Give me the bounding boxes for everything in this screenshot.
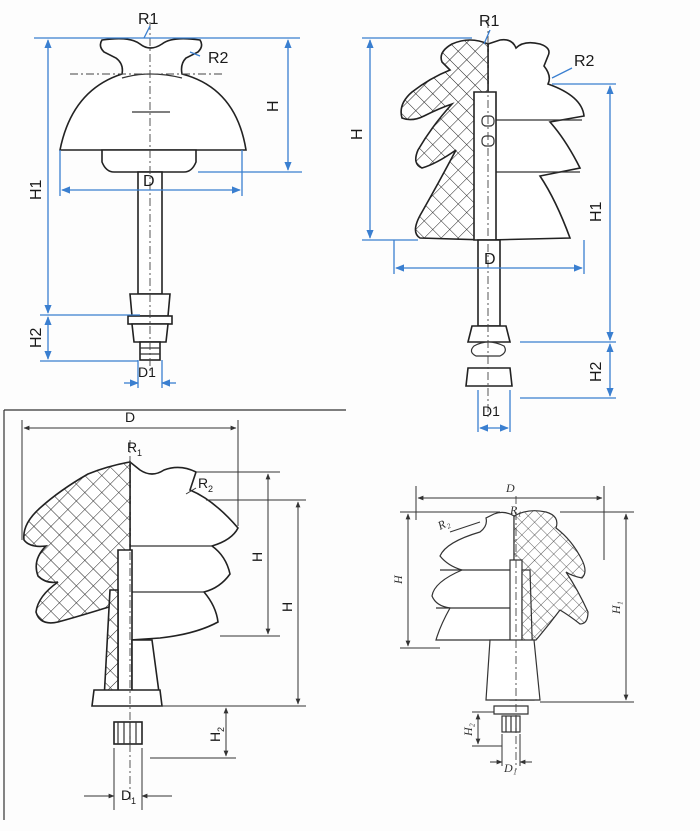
svg-text:H: H <box>207 732 223 742</box>
fig2-d1-label: D1 <box>482 403 500 419</box>
fig3-h-inner-label: H <box>249 552 265 562</box>
fig3-h2-label: H 2 <box>207 727 226 742</box>
figure-4-insulator: D R₁ R₂ H H₁ H₂ D₁ <box>391 481 634 775</box>
fig1-h2-label: H2 <box>28 327 45 348</box>
fig2-h1-label: H1 <box>588 201 605 222</box>
fig4-h1-label: H₁ <box>609 601 623 615</box>
fig2-r1-label: R1 <box>479 13 500 30</box>
fig1-d-label: D <box>143 173 155 190</box>
fig1-r1-label: R1 <box>138 11 159 28</box>
figure-1-insulator: R1 R2 H H1 D H2 D1 <box>28 11 302 388</box>
fig4-h-label: H <box>391 574 405 585</box>
fig4-d-label: D <box>505 481 515 495</box>
figure-3-insulator: D R 1 R 2 H H H 2 D 1 <box>3 409 346 820</box>
fig3-r2-label: R 2 <box>198 475 213 494</box>
svg-text:2: 2 <box>216 727 226 732</box>
fig1-d1-label: D1 <box>138 364 156 380</box>
svg-text:R: R <box>198 475 208 491</box>
svg-text:R: R <box>127 439 137 455</box>
fig2-d-label: D <box>484 251 496 268</box>
fig3-d-label: D <box>125 409 135 425</box>
svg-text:D: D <box>121 787 131 803</box>
fig3-r1-label: R 1 <box>127 439 142 458</box>
fig3-d1-label: D 1 <box>121 787 136 806</box>
svg-text:1: 1 <box>137 448 142 458</box>
fig4-d1-label: D₁ <box>503 761 517 775</box>
fig4-r1-label: R₁ <box>509 503 522 517</box>
fig2-h-label: H <box>349 128 366 140</box>
svg-text:1: 1 <box>131 796 136 806</box>
fig4-r2-label: R₂ <box>434 515 451 533</box>
fig1-h1-label: H1 <box>28 179 45 200</box>
fig1-h-label: H <box>265 100 282 112</box>
figure-2-insulator: R1 R2 H H1 D H2 D1 <box>349 13 616 432</box>
fig3-h-outer-label: H <box>279 602 295 612</box>
fig2-r2-label: R2 <box>574 53 595 70</box>
svg-text:2: 2 <box>208 484 213 494</box>
fig1-r2-label: R2 <box>208 50 229 67</box>
fig4-h2-label: H₂ <box>461 723 475 737</box>
fig2-h2-label: H2 <box>588 361 605 382</box>
